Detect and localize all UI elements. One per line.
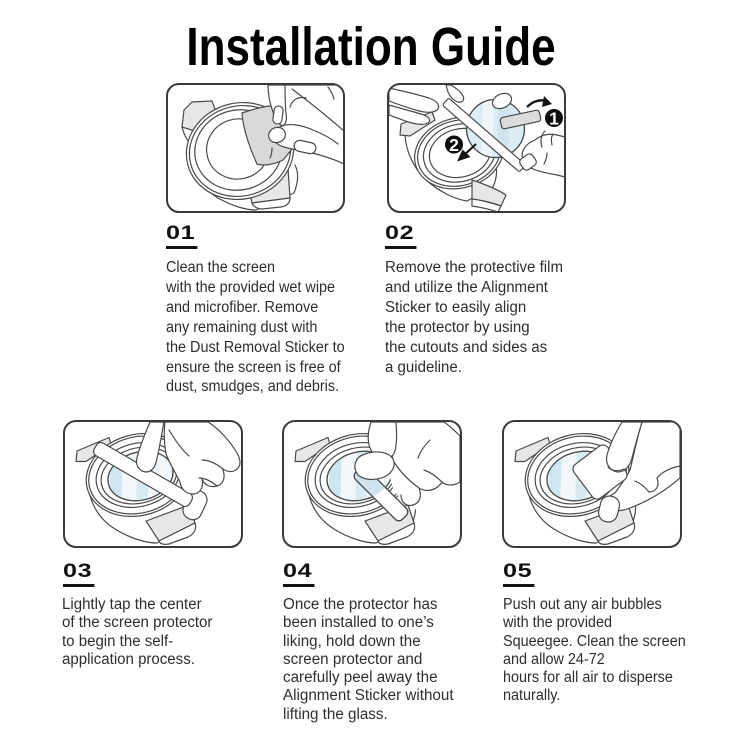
svg-text:1: 1	[549, 109, 559, 129]
svg-text:2: 2	[449, 135, 459, 155]
